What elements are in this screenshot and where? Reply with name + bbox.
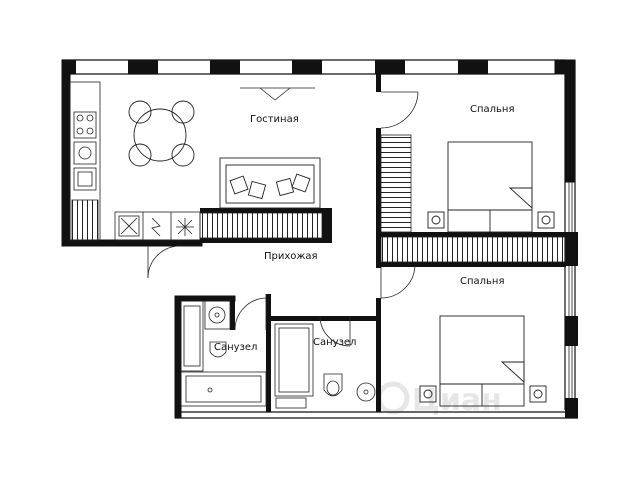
cian-logo-icon xyxy=(376,381,410,415)
label-living-room: Гостиная xyxy=(250,114,299,125)
sofa xyxy=(219,157,321,209)
dining-table xyxy=(128,100,195,167)
sink-icon xyxy=(73,167,97,191)
watermark-text: Циан xyxy=(412,383,502,418)
bathroom-2-fixtures xyxy=(274,323,376,409)
interior-walls xyxy=(200,74,566,412)
right-windows xyxy=(568,182,573,398)
stove-icon xyxy=(73,111,97,139)
partition-hatch-2 xyxy=(380,236,566,263)
doors xyxy=(147,87,419,347)
washbasin-icon xyxy=(208,306,226,324)
right-wall-piers xyxy=(565,232,578,418)
kitchen xyxy=(69,81,201,241)
label-bathroom-2: Санузел xyxy=(313,337,356,348)
label-hallway: Прихожая xyxy=(264,251,318,262)
top-wall-piers xyxy=(62,60,488,74)
label-bedroom-1: Спальня xyxy=(470,104,515,115)
label-bedroom-2: Спальня xyxy=(460,276,505,287)
label-bathroom-1: Санузел xyxy=(214,342,257,353)
partition-hatch-1 xyxy=(199,212,323,239)
bed-2 xyxy=(419,315,547,407)
wardrobe-hatch xyxy=(380,134,412,233)
bed-1 xyxy=(427,141,555,233)
bathroom-1-fixtures xyxy=(180,300,267,407)
oven-icon xyxy=(73,141,97,165)
toilet-icon xyxy=(209,341,227,358)
entrance-cabinet xyxy=(326,208,332,243)
